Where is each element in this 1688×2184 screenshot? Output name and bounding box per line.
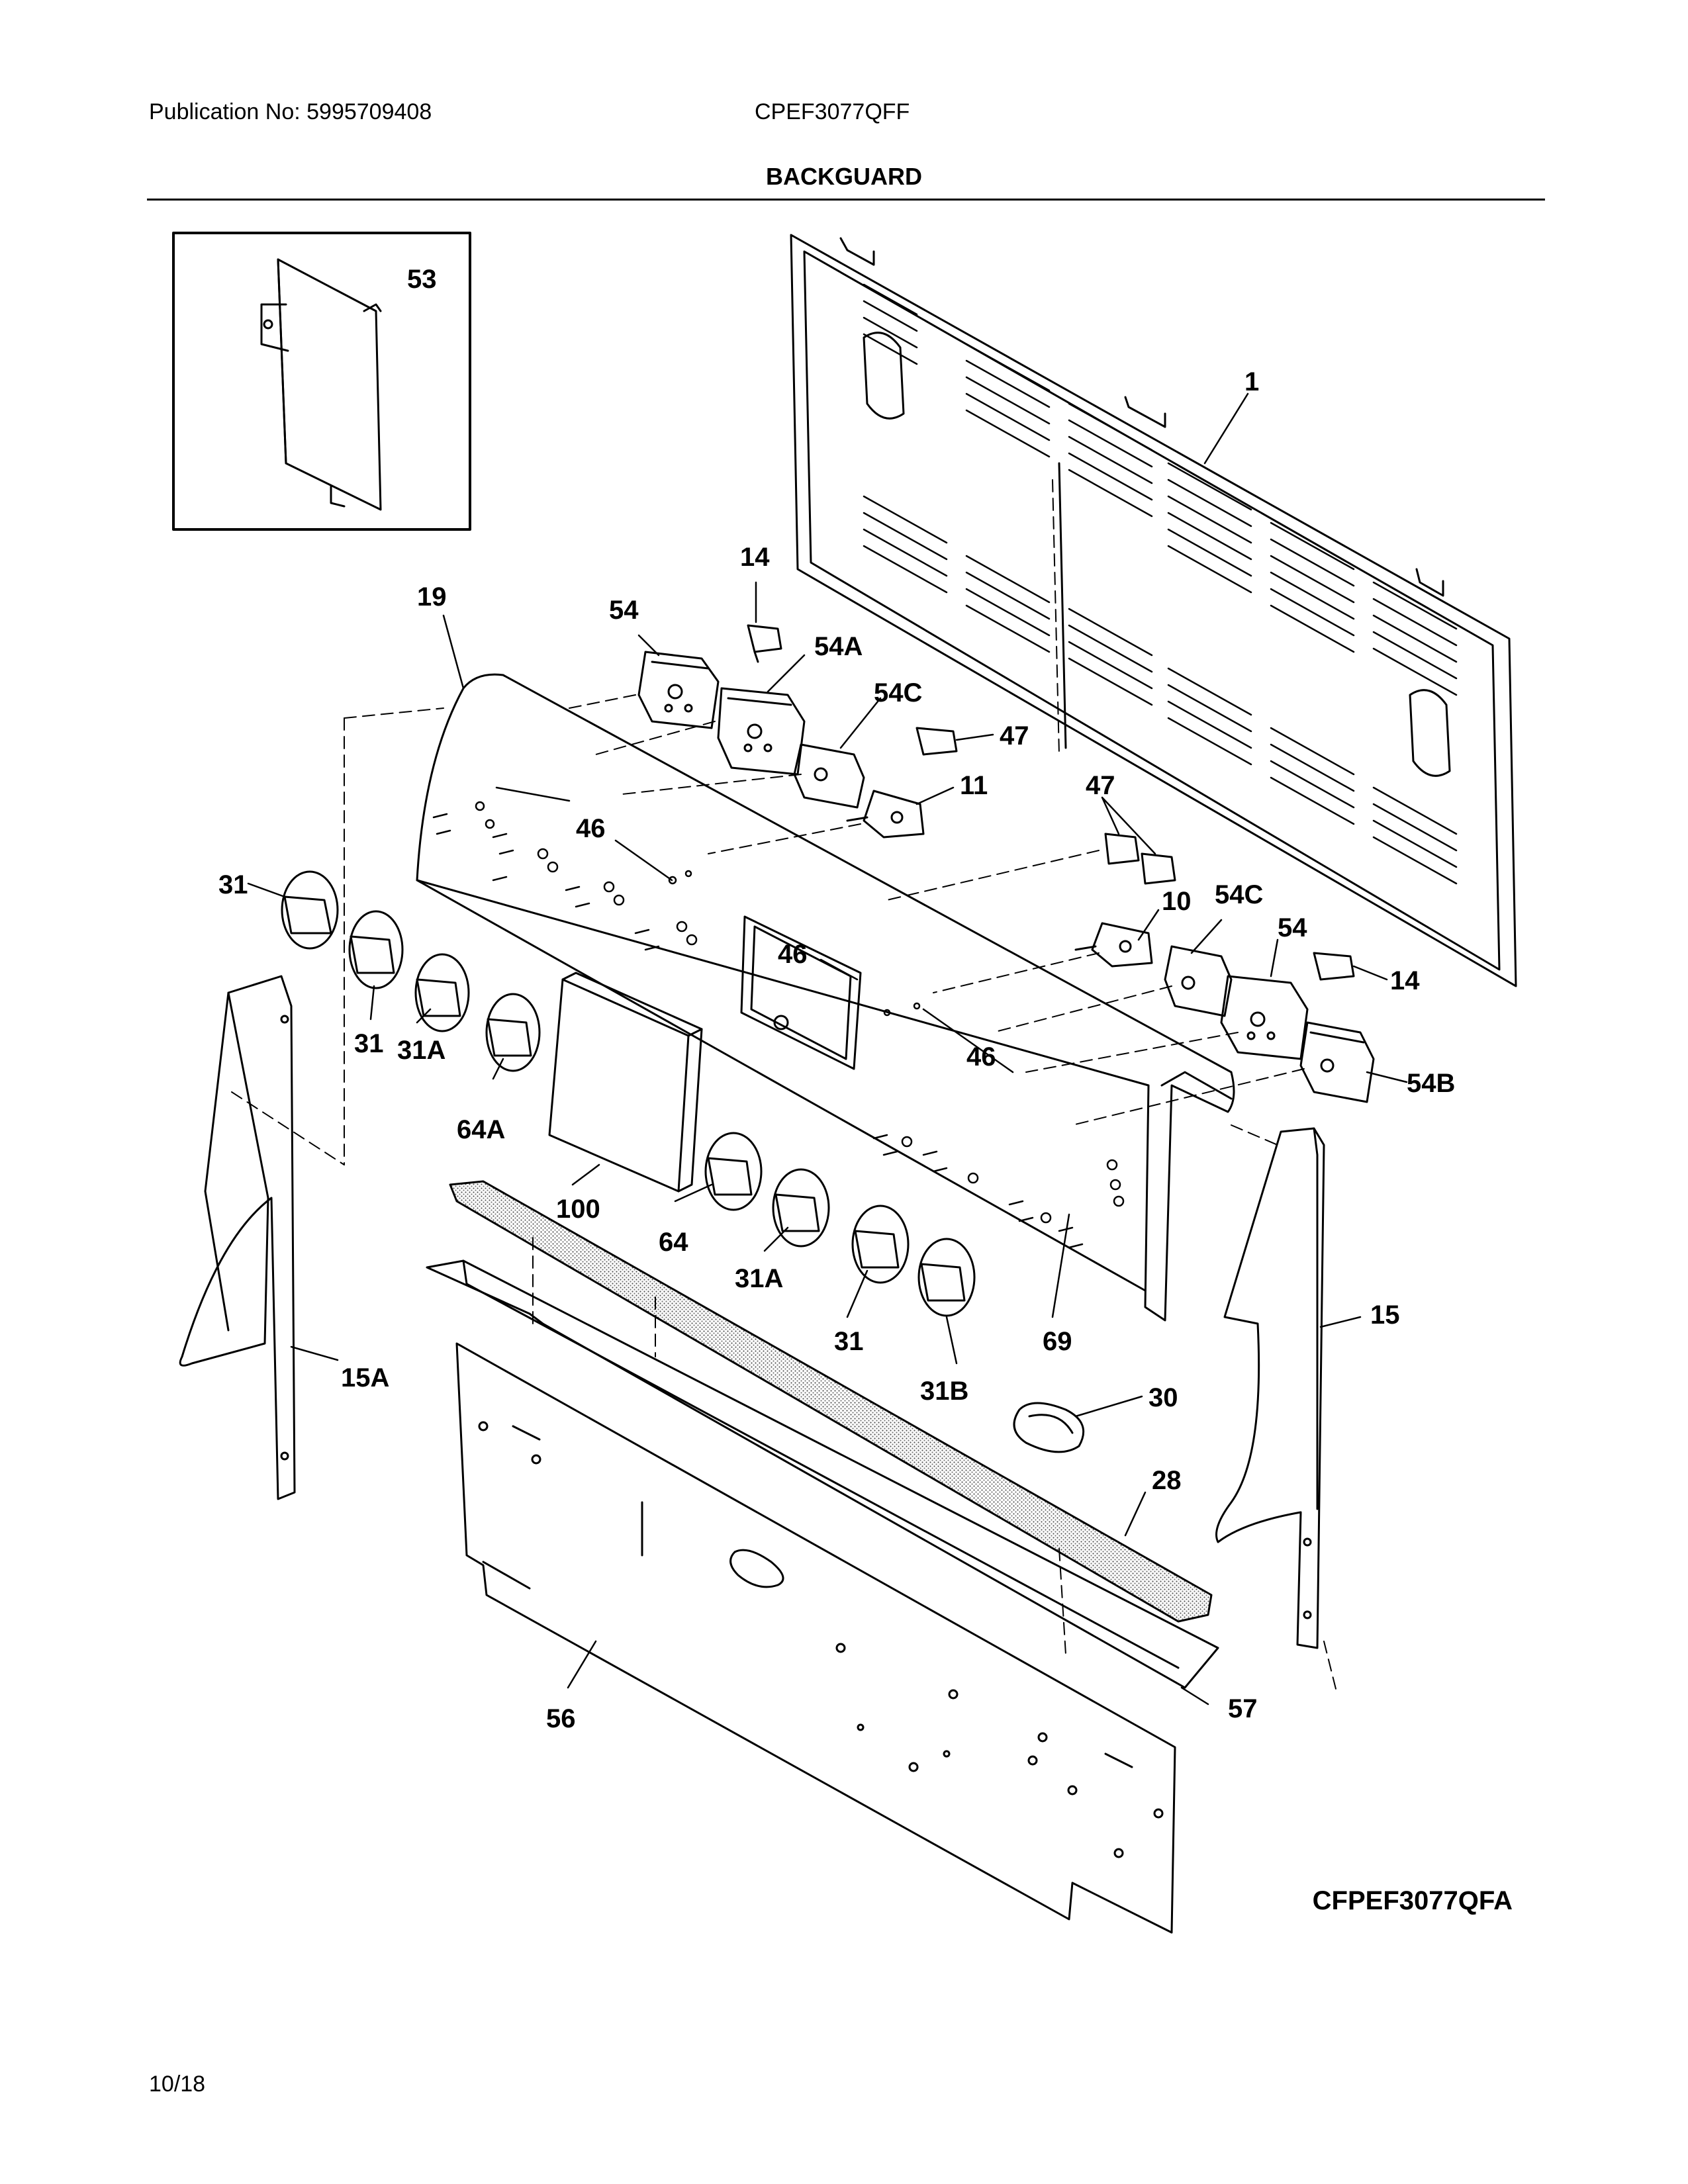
indicator-14-right [1313,952,1355,981]
assembly-guide-lines [231,479,1338,1695]
callout-57: 57 [1228,1694,1258,1723]
valve-11 [846,790,925,839]
trim-strip-28 [449,1180,1213,1623]
callout-54A: 54A [814,632,863,661]
publication-number: Publication No: 5995709408 [149,99,432,124]
back-panel-vents [863,283,1458,885]
callout-64A: 64A [457,1115,505,1144]
switch-54C-left [793,743,865,809]
indicator-14-top [747,624,782,663]
knob-64A [485,993,541,1072]
callout-31-top: 31 [218,870,248,899]
callout-54C-top: 54C [874,678,922,707]
callout-64: 64 [659,1228,688,1257]
callout-30: 30 [1149,1383,1178,1412]
infinite-switch-54-right [1220,975,1309,1060]
back-panel [790,234,1517,987]
callout-10: 10 [1162,887,1192,916]
panel-screws [432,801,1125,1249]
end-cap-15A [179,975,296,1500]
callout-14-top: 14 [740,543,770,572]
callout-19: 19 [417,582,447,612]
callout-31A-left: 31A [397,1036,445,1065]
callout-leader-lines [247,392,1408,1706]
knob-31A-right [772,1168,830,1248]
switch-47-right [1104,833,1176,885]
knob-64 [704,1132,763,1211]
callout-46-left: 46 [576,814,606,843]
callout-53: 53 [407,265,437,294]
model-number: CPEF3077QFF [755,99,910,124]
knob-31-right [851,1205,910,1284]
switch-54C-right [1164,945,1233,1017]
callout-54-top: 54 [609,596,639,625]
knob-31-left [348,910,404,989]
callout-46-center: 46 [778,940,808,969]
section-title: BACKGUARD [766,163,922,190]
callout-11: 11 [960,771,988,800]
callout-1: 1 [1244,367,1259,396]
electronic-control-100 [548,972,703,1193]
switch-47-top [915,727,958,756]
callout-31B: 31B [920,1377,968,1406]
header-rule [147,199,1545,201]
callout-15: 15 [1370,1300,1400,1330]
callout-14-right: 14 [1390,966,1420,995]
callout-100: 100 [556,1195,600,1224]
callout-28: 28 [1152,1466,1182,1495]
callout-47-right: 47 [1086,771,1115,800]
figure-id: CFPEF3077QFA [1312,1886,1513,1915]
callout-56: 56 [546,1704,576,1733]
callout-31-left: 31 [354,1029,384,1058]
inset-box-53 [172,232,471,531]
end-cap-15 [1215,1127,1325,1649]
callout-47-top: 47 [1000,721,1029,751]
callout-46-right: 46 [966,1042,996,1071]
callout-54B: 54B [1407,1069,1455,1098]
knob-31-top-left [281,870,339,950]
callout-31-right: 31 [834,1327,864,1356]
callout-31A-right: 31A [735,1264,783,1293]
callout-15A: 15A [341,1363,389,1392]
callout-54-right: 54 [1278,913,1307,942]
infinite-switch-54A [717,687,806,776]
valve-10 [1074,922,1153,968]
knob-31A-left [414,953,470,1032]
page-date: 10/18 [149,2071,206,2097]
infinite-switch-54B [1299,1021,1375,1103]
infinite-switch-54 [637,651,720,729]
manifold-panel-56 [455,1342,1176,1934]
callout-54C-right: 54C [1215,880,1263,909]
control-panel [416,673,1235,1322]
knob-31B [917,1238,976,1317]
trim-30 [1013,1402,1085,1453]
bracket-57 [426,1259,1219,1689]
callout-69: 69 [1043,1327,1072,1356]
